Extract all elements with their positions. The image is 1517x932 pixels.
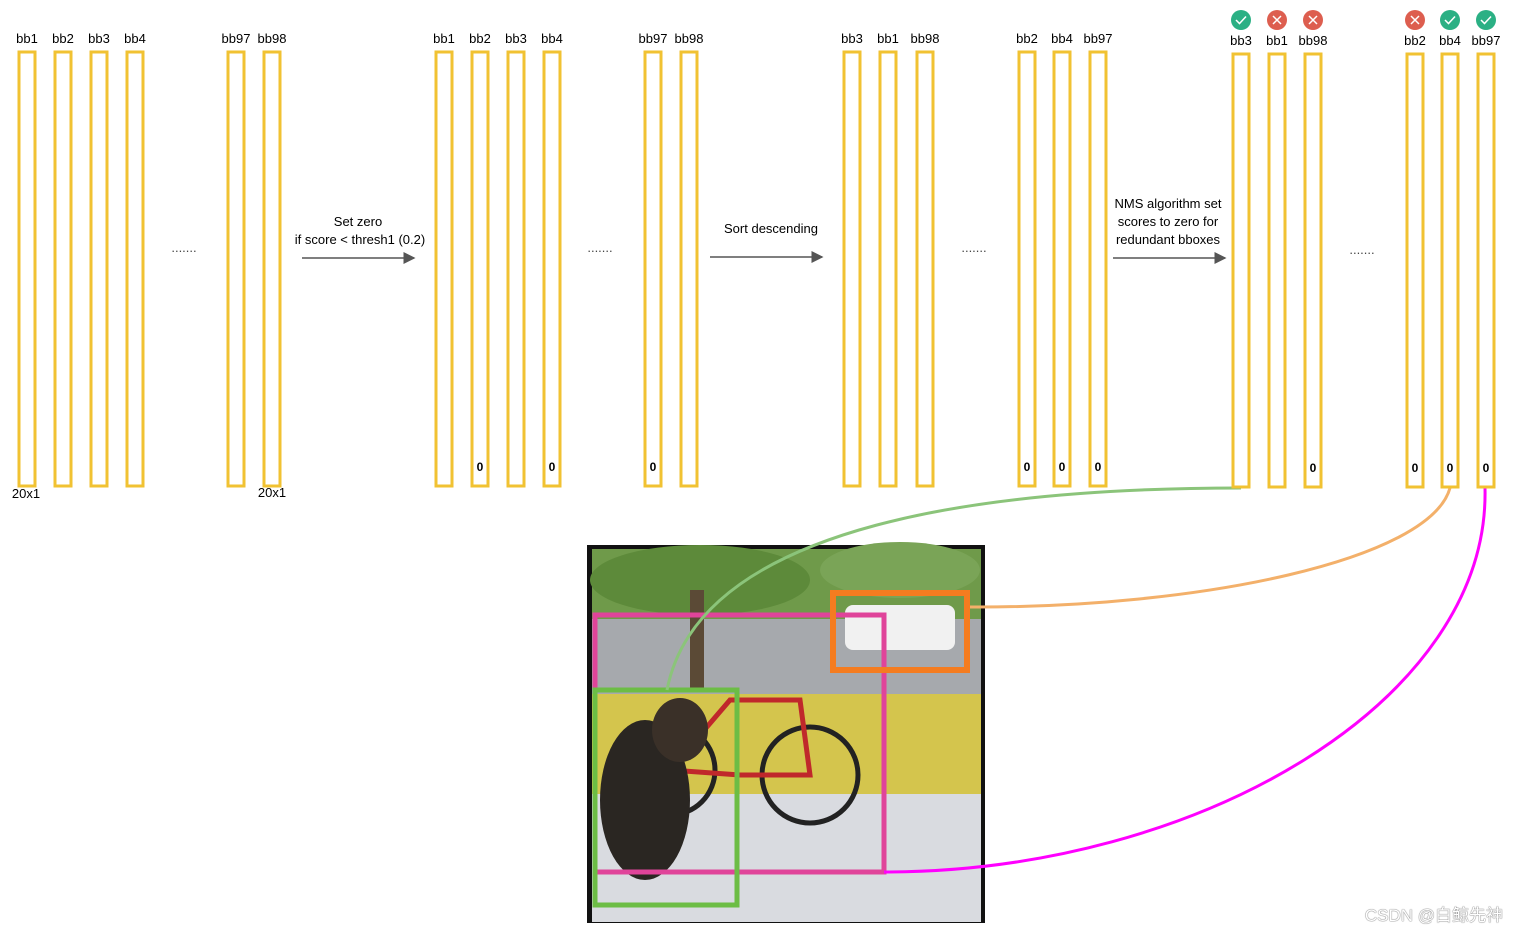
ellipsis: .......: [587, 240, 612, 255]
check-mark: [1235, 15, 1247, 25]
bbox-label: bb98: [675, 31, 704, 46]
bbox-score-column: [1267, 52, 1287, 489]
bbox-score-column: [125, 50, 145, 488]
bbox-label: bb2: [1404, 33, 1426, 48]
check-icon: [1440, 10, 1460, 30]
ellipsis: .......: [171, 240, 196, 255]
bbox-label: bb97: [222, 31, 251, 46]
bbox-label: bb2: [52, 31, 74, 46]
bbox-label: bb2: [1016, 31, 1038, 46]
zero-score: 0: [650, 460, 657, 474]
check-mark: [1480, 15, 1492, 25]
bbox-label: bb98: [258, 31, 287, 46]
bbox-label: bb1: [16, 31, 38, 46]
cross-mark: [1272, 15, 1282, 25]
bbox-label: bb1: [433, 31, 455, 46]
arrow-threshold-line2: if score < thresh1 (0.2): [295, 232, 425, 247]
link-bb97-pink-box: [883, 487, 1487, 874]
arrow-nms-line2: scores to zero for: [1118, 214, 1219, 229]
bbox-label: bb4: [541, 31, 563, 46]
link-bb3-green-box: [665, 486, 1242, 691]
bbox-score-column: [1088, 50, 1108, 488]
arrow-nms-line1: NMS algorithm set: [1115, 196, 1222, 211]
check-icon: [1231, 10, 1251, 30]
bbox-score-column: [842, 50, 862, 488]
bbox-score-column: [1052, 50, 1072, 488]
bbox-label: bb98: [911, 31, 940, 46]
cross-mark: [1308, 15, 1318, 25]
bbox-label: bb3: [841, 31, 863, 46]
bbox-score-column: [679, 50, 699, 488]
arrow-threshold-line1: Set zero: [334, 214, 382, 229]
bbox-label: bb4: [1051, 31, 1073, 46]
zero-score: 0: [1095, 460, 1102, 474]
bbox-label: bb3: [505, 31, 527, 46]
bbox-score-column: [262, 50, 282, 488]
zero-score: 0: [1310, 461, 1317, 475]
bbox-score-column: [470, 50, 490, 488]
bbox-label: bb1: [1266, 33, 1288, 48]
zero-score: 0: [1024, 460, 1031, 474]
watermark: CSDN @白鲸先神: [1364, 906, 1503, 925]
zero-score: 0: [1059, 460, 1066, 474]
size-label-left: 20x1: [12, 486, 40, 501]
bbox-score-column: [915, 50, 935, 488]
bbox-score-column: [89, 50, 109, 488]
link-bb4-orange-box: [969, 487, 1452, 609]
bbox-label: bb3: [1230, 33, 1252, 48]
bbox-label: bb4: [124, 31, 146, 46]
size-label-right: 20x1: [258, 485, 286, 500]
bbox-score-column: [1303, 52, 1323, 489]
bbox-score-column: [878, 50, 898, 488]
bbox-score-column: [1405, 52, 1425, 489]
zero-score: 0: [549, 460, 556, 474]
bbox-score-column: [53, 50, 73, 488]
ellipsis: .......: [1349, 242, 1374, 257]
bbox-label: bb97: [1472, 33, 1501, 48]
bbox-label: bb98: [1299, 33, 1328, 48]
bbox-score-column: [506, 50, 526, 488]
cross-mark: [1410, 15, 1420, 25]
check-mark: [1444, 15, 1456, 25]
bbox-score-column: [1017, 50, 1037, 488]
bbox-label: bb97: [1084, 31, 1113, 46]
arrow-nms-line3: redundant bboxes: [1116, 232, 1221, 247]
bbox-score-column: [1440, 52, 1460, 489]
bbox-label: bb4: [1439, 33, 1461, 48]
bbox-label: bb3: [88, 31, 110, 46]
bbox-score-column: [542, 50, 562, 488]
bbox-label: bb2: [469, 31, 491, 46]
bbox-score-column: [1476, 52, 1496, 489]
bbox-score-column: [643, 50, 663, 488]
bbox-label: bb97: [639, 31, 668, 46]
check-icon: [1476, 10, 1496, 30]
bbox-label: bb1: [877, 31, 899, 46]
arrow-sort-label: Sort descending: [724, 221, 818, 236]
zero-score: 0: [1483, 461, 1490, 475]
zero-score: 0: [477, 460, 484, 474]
detection-photo: [587, 542, 985, 923]
bbox-score-column: [17, 50, 37, 488]
zero-score: 0: [1412, 461, 1419, 475]
zero-score: 0: [1447, 461, 1454, 475]
bbox-score-column: [226, 50, 246, 488]
ellipsis: .......: [961, 240, 986, 255]
bbox-score-column: [1231, 52, 1251, 489]
bbox-score-column: [434, 50, 454, 488]
